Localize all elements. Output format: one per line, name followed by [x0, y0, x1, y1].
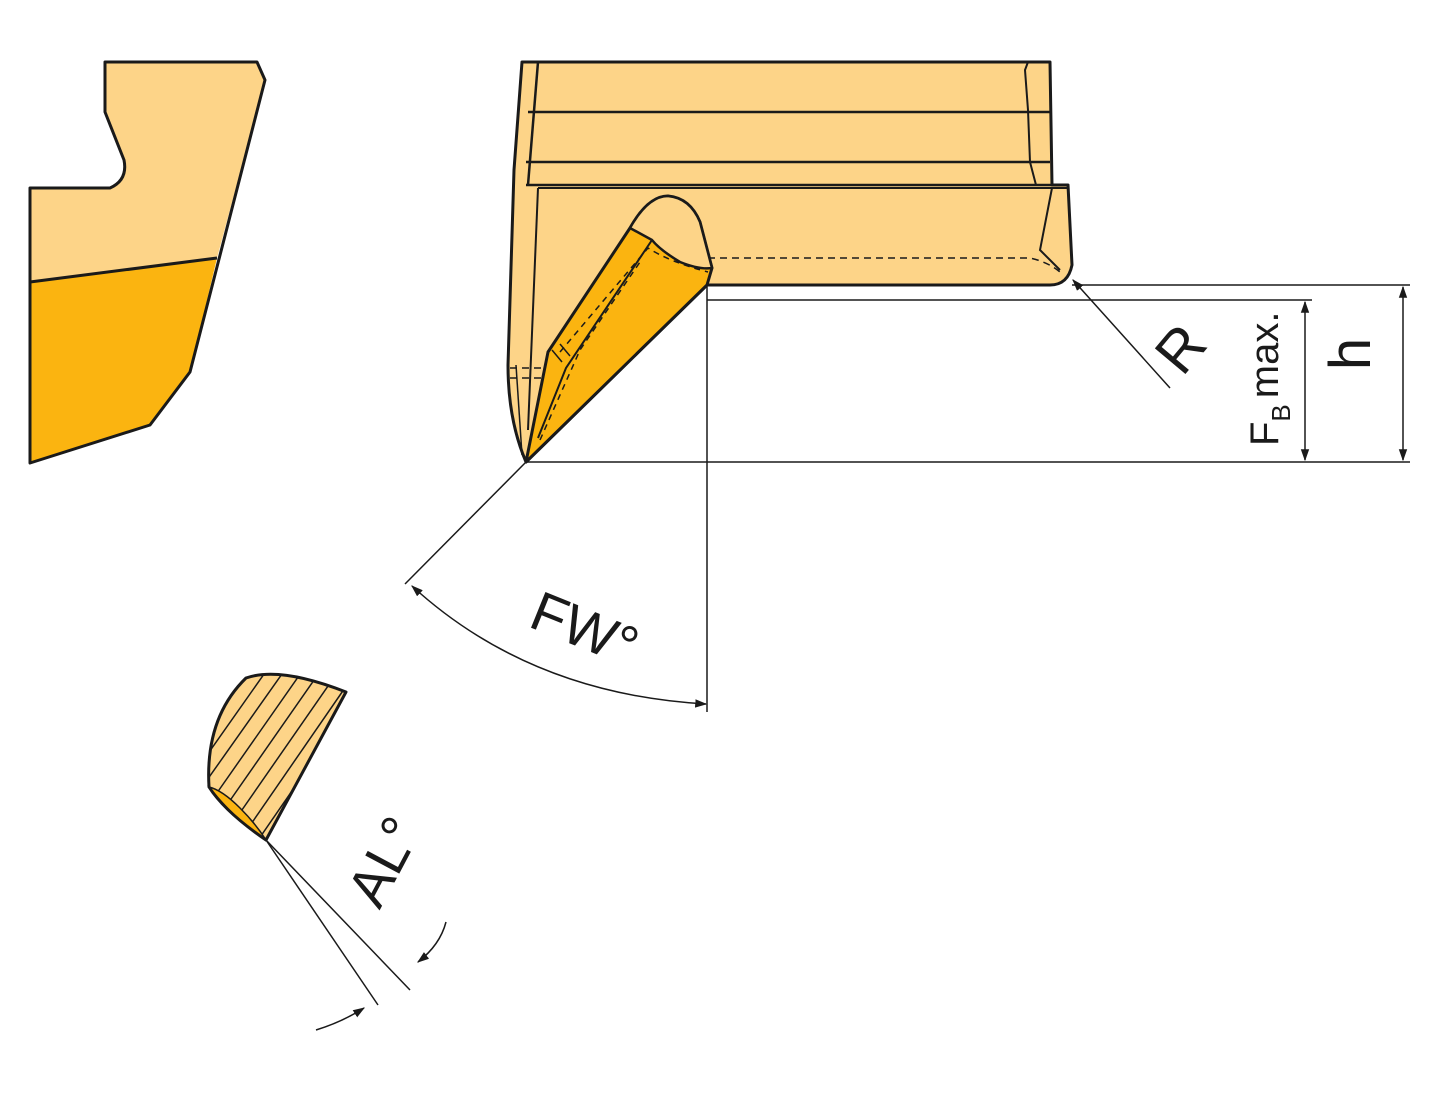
al-angle-label: AL°: [335, 806, 433, 916]
fb-label-suffix: max.: [1243, 312, 1287, 399]
side-view-top-face: [30, 62, 265, 282]
section-shape: [208, 674, 346, 840]
nose-top-face: [628, 194, 714, 270]
top-view: [506, 60, 1074, 464]
side-view: [28, 60, 267, 465]
left-edge-inner-2: [527, 187, 539, 431]
fw-angle-arc: [411, 585, 708, 708]
nose-inner-edge: [537, 239, 653, 439]
insert-body: [506, 60, 1074, 464]
fw-cutting-edge-extension: [404, 461, 527, 585]
fb-max-label: FBmax.: [1243, 312, 1296, 446]
right-chamfer-lower: [1038, 187, 1061, 271]
nose-hidden-curve-2: [539, 261, 641, 441]
side-view-cutting-face: [30, 258, 217, 463]
nose-tick-1: [551, 349, 563, 363]
fw-angle-label: FW°: [522, 579, 647, 678]
fb-label-subscript: B: [1266, 404, 1296, 421]
hidden-edge-horizontal: [660, 257, 1061, 273]
side-view-face-edge: [29, 256, 218, 284]
r-radius-label: R: [1142, 312, 1219, 386]
nose-tick-2: [559, 343, 571, 357]
dimensions: [404, 279, 1410, 712]
left-edge-inner-3: [515, 364, 523, 456]
side-view-outline: [28, 60, 267, 465]
fb-label-main: F: [1243, 422, 1287, 446]
r-leader-line: [1072, 279, 1171, 389]
al-reference-line-2: [265, 839, 411, 991]
right-chamfer-upper: [1023, 61, 1037, 186]
section-outline: [207, 672, 348, 842]
al-angle-arc-upper: [417, 921, 447, 963]
al-angle-arc-lower: [315, 1007, 366, 1031]
left-edge-inner-1: [526, 61, 540, 186]
h-height-label: h: [1318, 338, 1383, 370]
al-reference-line-1: [265, 839, 379, 1006]
svg-text:FBmax.: FBmax.: [1243, 312, 1296, 446]
nose-hidden-curve: [559, 247, 709, 353]
